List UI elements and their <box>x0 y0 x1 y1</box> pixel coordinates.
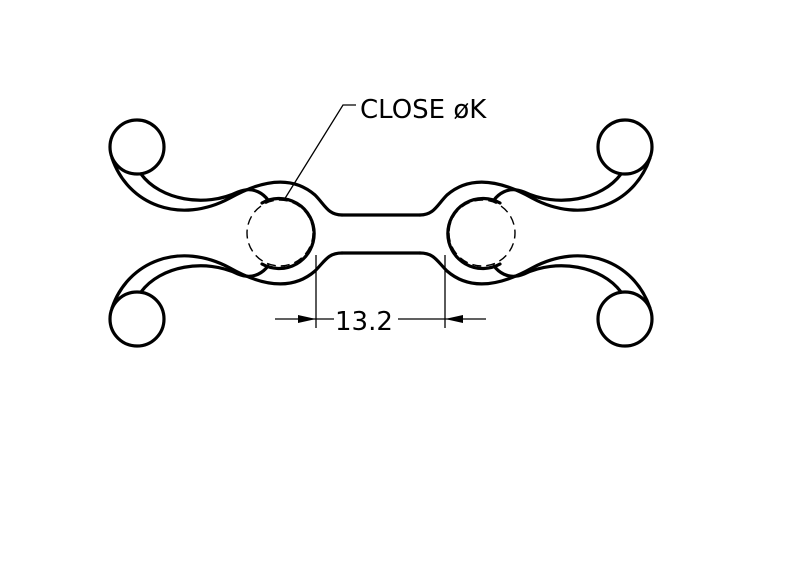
ring-solid-arc <box>260 196 316 271</box>
arrowhead-left-icon <box>298 315 316 323</box>
callout-label: CLOSE øK <box>360 95 487 125</box>
upper-arm-outer-edge <box>110 156 344 217</box>
lower-arm-outer-edge <box>110 251 344 310</box>
upper-arm-inner-edge <box>139 172 270 202</box>
leader-line <box>283 104 356 201</box>
hidden-circle <box>246 199 314 267</box>
right-half <box>418 118 654 348</box>
lower-left-ball <box>108 290 166 348</box>
dimension-value: 13.2 <box>335 307 393 337</box>
left-half <box>108 118 344 348</box>
arrowhead-right-icon <box>445 315 463 323</box>
lower-arm-inner-edge <box>139 264 270 294</box>
upper-left-ball <box>108 118 166 176</box>
